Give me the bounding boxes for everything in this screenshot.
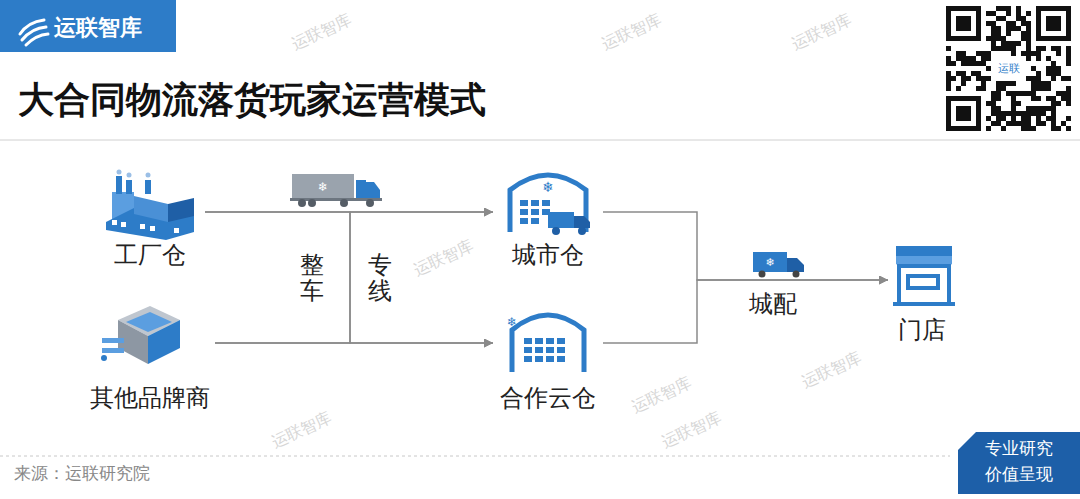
- node-box: 合作云仓: [493, 300, 603, 413]
- node-box: 其他品牌商: [85, 300, 215, 413]
- route-label: 城配: [749, 288, 797, 320]
- svg-text:❄: ❄: [318, 180, 328, 194]
- watermark: 运联智库: [629, 372, 696, 418]
- warehouse-icon: ❄: [510, 175, 590, 235]
- watermark: 运联智库: [799, 347, 866, 393]
- watermark: 运联智库: [411, 235, 478, 281]
- connector: [205, 212, 493, 343]
- qr-center-text: 运联: [997, 61, 1021, 76]
- logo-text: 运联智库: [54, 13, 142, 43]
- van-icon: ❄: [753, 252, 804, 278]
- route-label: 整车: [300, 252, 324, 305]
- node-label: 其他品牌商: [85, 383, 215, 413]
- dashed-divider: [0, 456, 950, 457]
- node-label: 工厂仓: [95, 240, 205, 270]
- logo-icon: [20, 20, 48, 45]
- truck-icon: ❄: [290, 174, 382, 207]
- node-box: 工厂仓: [95, 168, 205, 270]
- badge-text: 专业研究: [985, 437, 1053, 460]
- title: 大合同物流落货玩家运营模式: [18, 76, 486, 125]
- connector: [215, 212, 493, 343]
- source-caption: 来源：运联研究院: [14, 462, 150, 485]
- watermark: 运联智库: [659, 407, 726, 453]
- svg-text:❄: ❄: [765, 256, 774, 269]
- divider: [0, 140, 1080, 141]
- store-icon: [893, 246, 955, 306]
- watermark: 运联智库: [789, 9, 856, 55]
- connector: [603, 212, 888, 280]
- node-box: 城市仓: [493, 165, 603, 270]
- watermark: 运联智库: [269, 407, 336, 453]
- brand-icon: [101, 306, 180, 364]
- watermark: 运联智库: [289, 9, 356, 55]
- warehouse-icon: ❄: [507, 315, 584, 372]
- header-bar: [0, 0, 176, 52]
- node-label: 城市仓: [493, 240, 603, 270]
- node-box: 门店: [888, 240, 956, 345]
- svg-text:❄: ❄: [542, 179, 554, 195]
- badge-text: 价值呈现: [985, 463, 1053, 486]
- route-label: 专线: [368, 252, 392, 305]
- svg-text:❄: ❄: [507, 315, 517, 329]
- node-label: 合作云仓: [493, 383, 603, 413]
- connector: [603, 280, 888, 343]
- connector: [215, 342, 493, 344]
- factory-icon: [106, 170, 194, 241]
- badge: [958, 432, 1080, 494]
- qr-code: [946, 6, 1071, 131]
- watermark: 运联智库: [599, 9, 666, 55]
- node-label: 门店: [888, 315, 956, 345]
